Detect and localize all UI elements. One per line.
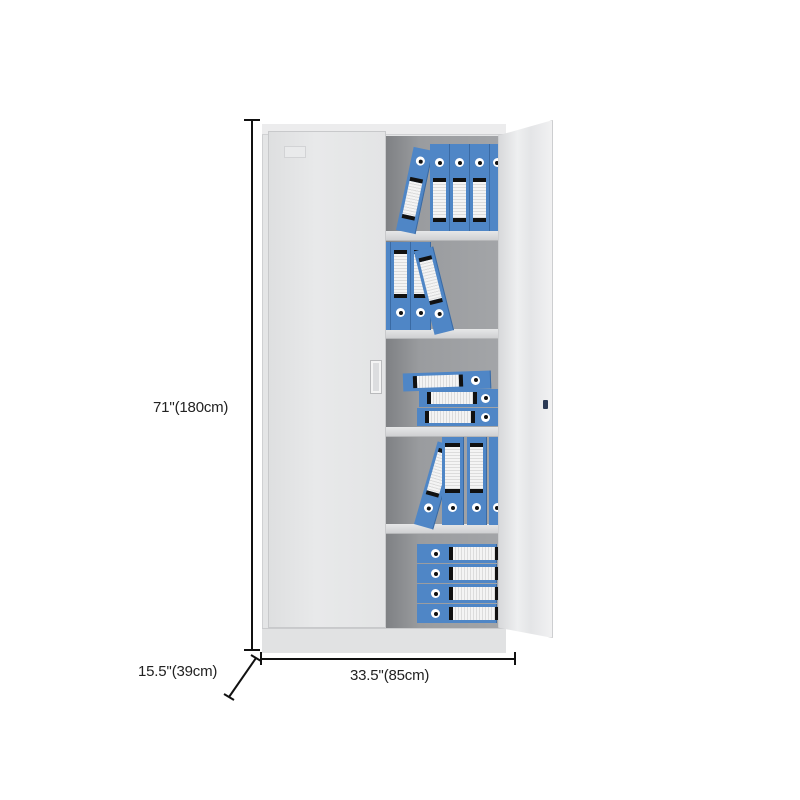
left-door[interactable] <box>268 131 386 628</box>
binder <box>417 584 499 603</box>
binder <box>467 437 487 525</box>
binder <box>417 604 499 623</box>
door-label-plate <box>284 146 306 158</box>
shelf-2 <box>386 329 500 339</box>
binder <box>417 544 499 563</box>
shelf-4 <box>386 524 500 534</box>
binder <box>391 242 411 330</box>
depth-label: 15.5''(39cm) <box>138 663 218 680</box>
height-dimension-line <box>251 120 253 650</box>
shelf-3 <box>386 427 500 437</box>
lock-icon <box>543 400 548 409</box>
height-label: 71''(180cm) <box>153 399 229 416</box>
cabinet-base <box>262 628 506 653</box>
depth-dimension-line <box>223 654 262 701</box>
binder <box>419 389 499 407</box>
binder <box>442 437 464 525</box>
binder <box>386 242 391 330</box>
binder <box>470 144 490 231</box>
right-door-open[interactable] <box>498 120 553 638</box>
width-dimension-cap-left <box>260 652 262 665</box>
binder <box>450 144 470 231</box>
height-dimension-cap-top <box>244 119 260 121</box>
binder <box>417 564 499 583</box>
binder <box>417 408 499 426</box>
binder <box>430 144 450 231</box>
height-dimension-cap-bottom <box>244 649 260 651</box>
door-handle[interactable] <box>371 361 381 393</box>
shelf-1 <box>386 231 500 241</box>
width-dimension-line <box>261 658 515 660</box>
width-label: 33.5''(85cm) <box>350 667 430 684</box>
width-dimension-cap-right <box>514 652 516 665</box>
